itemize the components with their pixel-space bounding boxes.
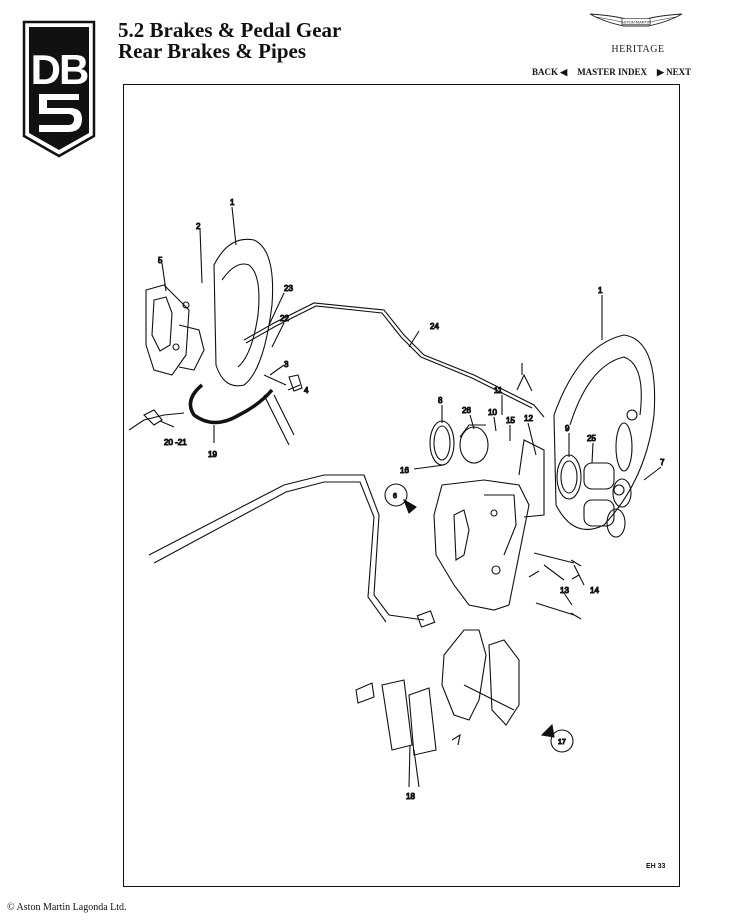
callout-10: 10 (488, 408, 497, 417)
copyright-footer: © Aston Martin Lagonda Ltd. (7, 902, 127, 913)
title-line-1: 5.2 Brakes & Pedal Gear (118, 18, 342, 42)
handbrake-mechanism (441, 629, 487, 721)
callout-2: 2 (196, 222, 201, 231)
logo-db-text: DB (31, 46, 88, 93)
callout-1-left: 1 (230, 198, 235, 207)
handbrake-cable (148, 474, 425, 621)
right-brake-disc (553, 334, 656, 530)
next-link[interactable]: ▶ NEXT (656, 67, 692, 77)
plate-id: EH 33 (646, 863, 666, 870)
right-caliper (433, 479, 530, 611)
back-link[interactable]: BACK ◀ (532, 67, 568, 77)
callout-5: 5 (158, 256, 163, 265)
callout-7: 7 (660, 458, 665, 467)
callout-19: 19 (208, 450, 217, 459)
brake-pad-left (381, 679, 413, 751)
callout-18: 18 (406, 792, 415, 801)
aston-martin-wings-logo: ASTON MARTIN (589, 13, 683, 27)
callout-22: 22 (280, 314, 289, 323)
left-brake-disc (213, 238, 274, 387)
retaining-pin (533, 552, 575, 564)
callout-8: 8 (438, 396, 443, 405)
diagram-frame (123, 84, 680, 887)
view-arrow-17 (550, 729, 574, 753)
callout-25: 25 (587, 434, 596, 443)
db5-logo: DB (22, 20, 96, 158)
callout-11: 11 (494, 386, 503, 395)
piston-26 (459, 426, 489, 464)
navigation-bar: BACK ◀ MASTER INDEX ▶ NEXT (532, 67, 691, 78)
brand-subtitle: HERITAGE (611, 44, 665, 55)
title-line-2: Rear Brakes & Pipes (118, 39, 307, 63)
callout-13: 13 (560, 586, 569, 595)
callout-17: 17 (558, 739, 566, 746)
callout-3: 3 (284, 360, 289, 369)
callout-1-right: 1 (598, 286, 603, 295)
exploded-brake-diagram: 1 2 5 23 22 3 4 24 20 -21 19 1 11 8 26 1… (128, 197, 666, 802)
view-arrow-6 (384, 483, 408, 507)
callout-26: 26 (462, 406, 471, 415)
master-index-link[interactable]: MASTER INDEX (577, 67, 647, 77)
brake-pad-right (408, 687, 437, 756)
seal-ring-7 (612, 478, 632, 508)
callout-16: 16 (400, 466, 409, 475)
callout-24: 24 (430, 322, 439, 331)
svg-text:ASTON MARTIN: ASTON MARTIN (621, 19, 651, 24)
callout-23: 23 (284, 284, 293, 293)
callout-12: 12 (524, 414, 533, 423)
left-caliper (145, 284, 190, 376)
piston-25 (583, 462, 615, 490)
callout-9: 9 (565, 424, 570, 433)
callout-20-21: 20 -21 (164, 438, 187, 447)
callout-6: 6 (393, 493, 397, 500)
callout-14: 14 (590, 586, 599, 595)
callout-4: 4 (304, 386, 309, 395)
flexible-hose (188, 383, 274, 425)
callout-15: 15 (506, 416, 515, 425)
page-title: 5.2 Brakes & Pedal Gear Rear Brakes & Pi… (118, 20, 341, 62)
brake-pipe (243, 302, 545, 418)
